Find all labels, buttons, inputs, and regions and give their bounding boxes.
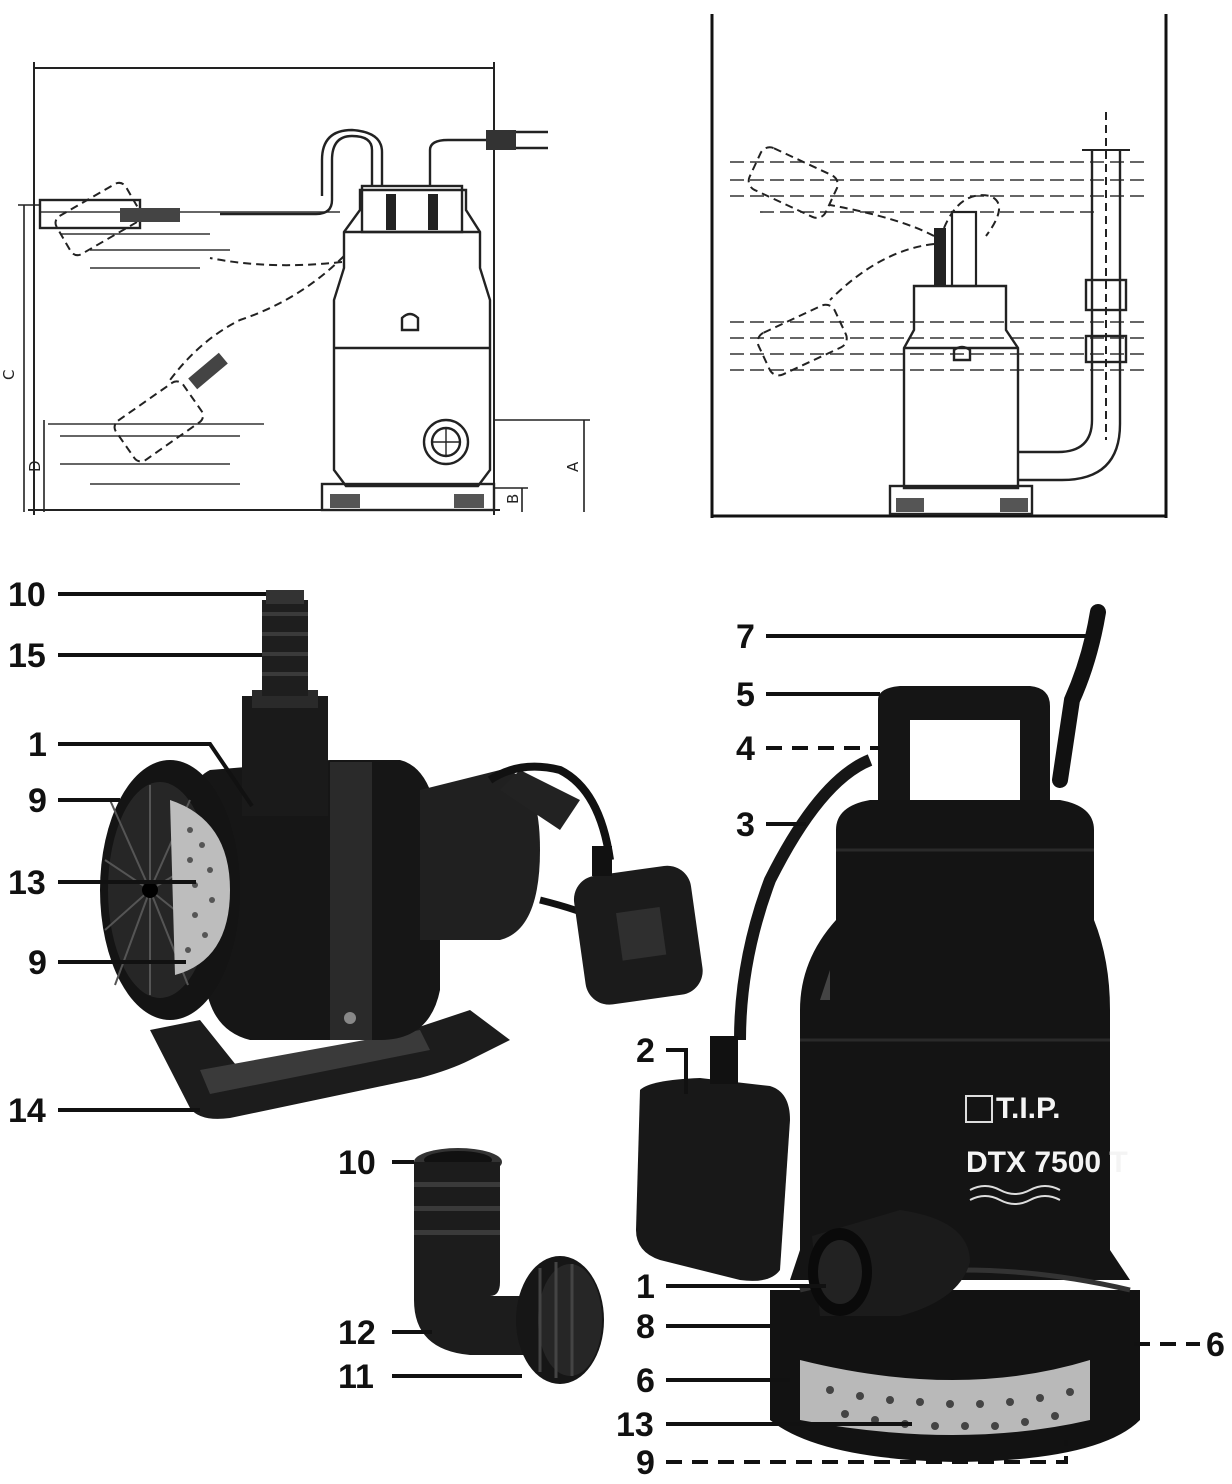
callout-11-union-nut: 11 — [338, 1358, 374, 1396]
callout-10-hose-end: 10 — [338, 1144, 376, 1182]
dimension-d-label: D — [26, 460, 44, 472]
callout-15-hose-adapter: 15 — [8, 637, 46, 675]
brand-logo-text: T.I.P. — [996, 1092, 1060, 1125]
callout-13-filter-basket: 13 — [616, 1406, 654, 1444]
callout-8-pump-housing: 8 — [636, 1308, 655, 1346]
callout-1-pressure-port: 1 — [28, 726, 47, 764]
dimension-a-label: A — [564, 461, 582, 472]
dimension-drawing-left: C D B A — [0, 62, 590, 515]
submersible-pump-callouts: 7 5 4 3 2 1 8 6 6 13 9 — [616, 618, 1225, 1482]
leader-lines — [58, 592, 1200, 1464]
callout-13-filter-screen: 13 — [8, 864, 46, 902]
dimension-c-label: C — [0, 370, 18, 380]
callout-3-float-cable: 3 — [736, 806, 755, 844]
submersible-pump-illustration: T.I.P. DTX 7500 T — [636, 604, 1140, 1462]
callout-12-elbow: 12 — [338, 1314, 376, 1352]
elbow-fitting-callouts: 10 12 11 — [338, 1144, 376, 1396]
callout-9-filter-cover-top: 9 — [28, 782, 47, 820]
installation-drawing-right — [710, 14, 1168, 518]
callout-9-filter-bottom: 9 — [636, 1444, 655, 1482]
callout-9-filter-cover-bottom: 9 — [28, 944, 47, 982]
model-name: DTX 7500 T — [966, 1146, 1128, 1179]
dimension-b-label: B — [504, 494, 522, 504]
callout-7-power-cable: 7 — [736, 618, 755, 656]
callout-5-carry-handle: 5 — [736, 676, 755, 714]
callout-4-float-holder: 4 — [736, 730, 755, 768]
callout-6-base-foot-right: 6 — [1206, 1326, 1225, 1364]
elbow-fitting-illustration — [414, 1148, 604, 1384]
callout-14-base-stand: 14 — [8, 1092, 46, 1130]
callout-1-outlet-port: 1 — [636, 1268, 655, 1306]
callout-2-float-switch: 2 — [636, 1032, 655, 1070]
pond-pump-callouts: 10 15 1 9 13 9 14 — [8, 576, 47, 1130]
pond-pump-illustration — [100, 590, 703, 1119]
callout-10-outlet-thread: 10 — [8, 576, 46, 614]
callout-6-base-foot-left: 6 — [636, 1362, 655, 1400]
